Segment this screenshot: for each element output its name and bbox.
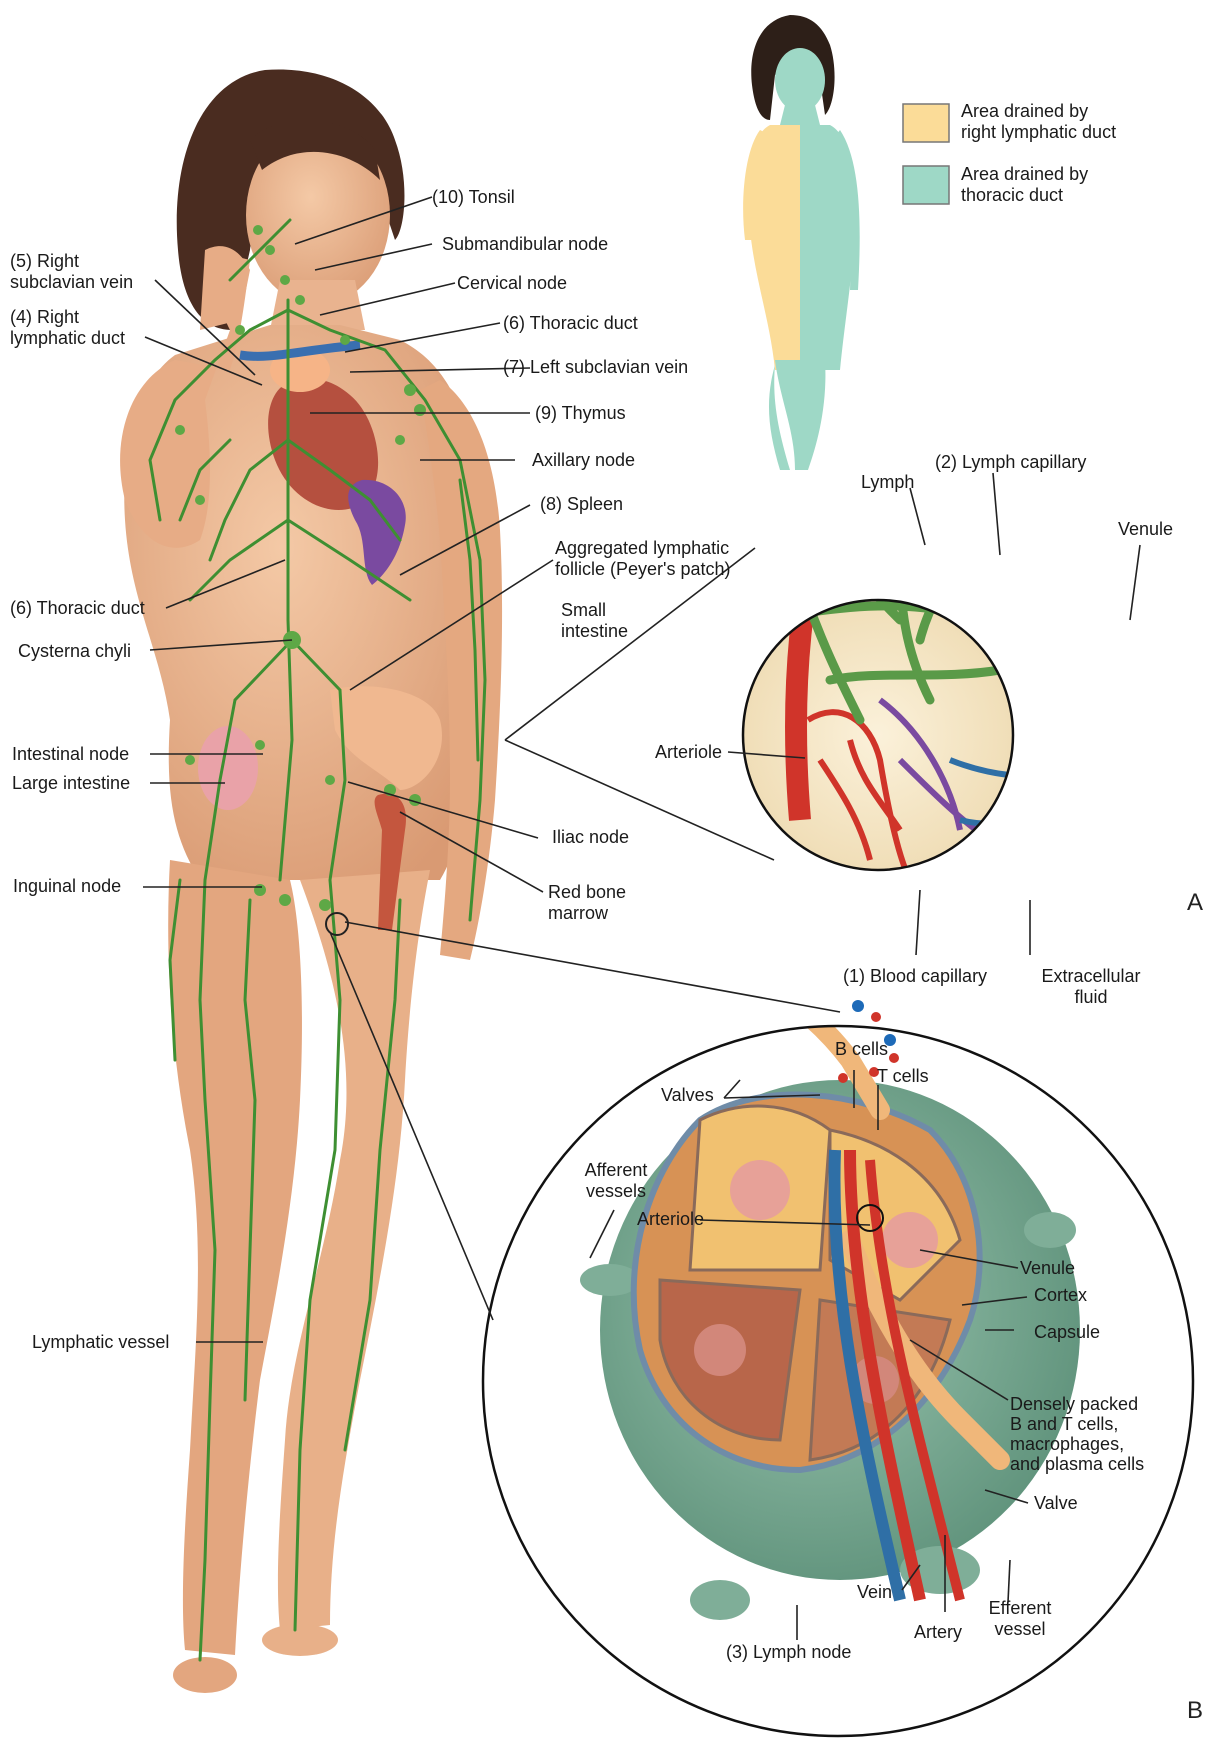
- label-spleen: (8) Spleen: [540, 494, 623, 515]
- inset-b-label-arteriole: Arteriole: [637, 1209, 704, 1230]
- inset-b-label-lymph-node: (3) Lymph node: [726, 1642, 851, 1663]
- inset-b-label-afferent-vessels: Afferent vessels: [576, 1160, 656, 1202]
- inset-b-label-valve: Valve: [1034, 1493, 1078, 1514]
- label-left-subclavian-vein: (7) Left subclavian vein: [503, 357, 688, 378]
- label-small-intestine: Small intestine: [561, 600, 628, 642]
- label-tonsil: (10) Tonsil: [432, 187, 515, 208]
- label-inguinal-node: Inguinal node: [13, 876, 121, 897]
- legend-right-lymphatic-label: Area drained by right lymphatic duct: [961, 101, 1116, 143]
- inset-a-label-extracellular-fluid: Extracellular fluid: [1031, 966, 1151, 1008]
- label-intestinal-node: Intestinal node: [12, 744, 129, 765]
- inset-b-label-efferent-vessel: Efferent vessel: [975, 1598, 1065, 1640]
- label-right-lymphatic-duct: (4) Right lymphatic duct: [10, 307, 125, 349]
- legend-thoracic-label: Area drained by thoracic duct: [961, 164, 1088, 206]
- label-thoracic-duct-left: (6) Thoracic duct: [10, 598, 145, 619]
- label-cysterna-chyli: Cysterna chyli: [18, 641, 131, 662]
- inset-a-label-arteriole: Arteriole: [655, 742, 722, 763]
- inset-b-label-venule: Venule: [1020, 1258, 1075, 1279]
- label-right-subclavian-vein: (5) Right subclavian vein: [10, 251, 133, 293]
- label-cervical-node: Cervical node: [457, 273, 567, 294]
- inset-a-letter: A: [1187, 892, 1203, 913]
- drainage-figure: [743, 15, 860, 470]
- inset-b-label-vein: Vein: [857, 1582, 892, 1603]
- inset-a-label-lymph-capillary: (2) Lymph capillary: [935, 452, 1086, 473]
- inset-a-capillary-bed: [743, 520, 1150, 880]
- legend-swatch-right-lymphatic: [903, 104, 949, 142]
- legend-swatch-thoracic: [903, 166, 949, 204]
- label-thymus: (9) Thymus: [535, 403, 626, 424]
- label-axillary-node: Axillary node: [532, 450, 635, 471]
- label-submandibular-node: Submandibular node: [442, 234, 608, 255]
- label-large-intestine: Large intestine: [12, 773, 130, 794]
- label-thoracic-duct-top: (6) Thoracic duct: [503, 313, 638, 334]
- label-red-bone-marrow: Red bone marrow: [548, 882, 626, 924]
- inset-b-label-densely-packed: Densely packed B and T cells, macrophage…: [1010, 1394, 1144, 1474]
- inset-b-letter: B: [1187, 1700, 1203, 1721]
- inset-b-label-capsule: Capsule: [1034, 1322, 1100, 1343]
- inset-b-label-b-cells: B cells: [835, 1039, 888, 1060]
- inset-b-label-valves: Valves: [661, 1085, 714, 1106]
- human-figure: [120, 69, 502, 1693]
- inset-b-label-t-cells: T cells: [877, 1066, 929, 1087]
- inset-a-label-lymph: Lymph: [861, 472, 914, 493]
- label-iliac-node: Iliac node: [552, 827, 629, 848]
- inset-b-lymph-node: [483, 970, 1193, 1736]
- label-peyers-patch: Aggregated lymphatic follicle (Peyer's p…: [555, 538, 731, 580]
- inset-b-label-artery: Artery: [914, 1622, 962, 1643]
- label-lymphatic-vessel: Lymphatic vessel: [32, 1332, 169, 1353]
- inset-b-label-cortex: Cortex: [1034, 1285, 1087, 1306]
- inset-a-label-venule: Venule: [1118, 519, 1173, 540]
- inset-a-label-blood-capillary: (1) Blood capillary: [843, 966, 987, 987]
